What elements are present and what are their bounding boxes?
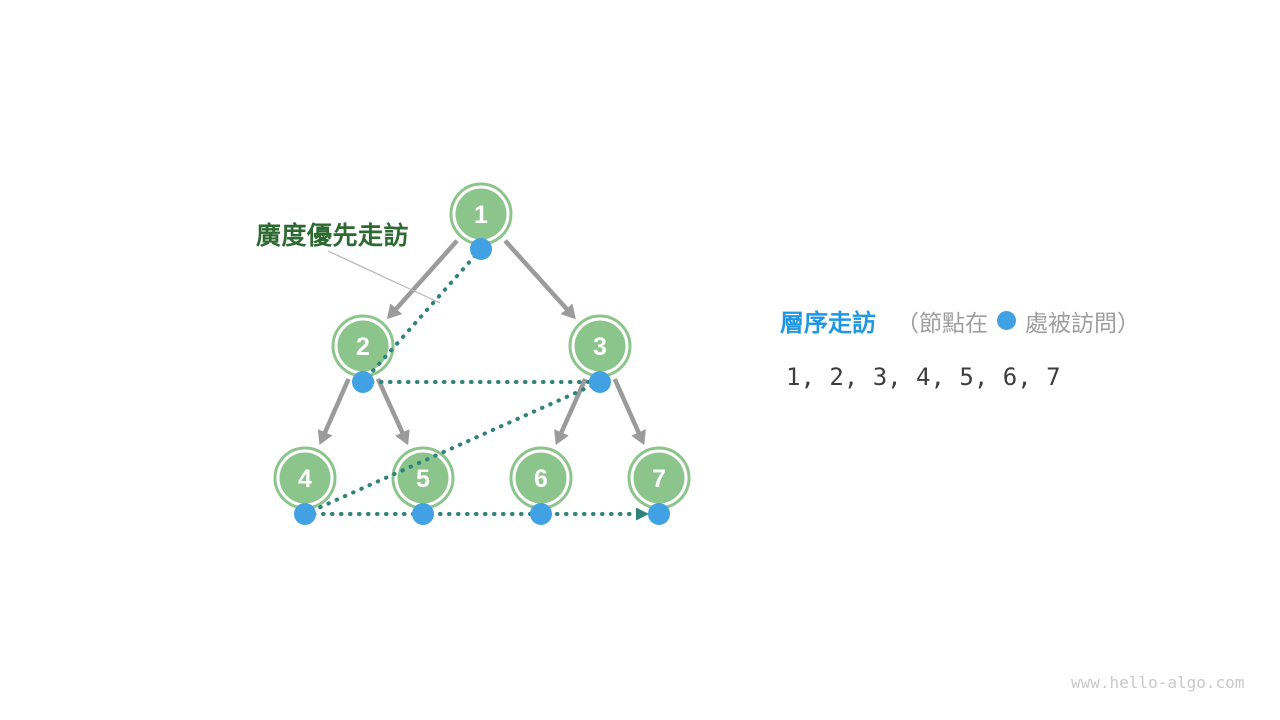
tree-node-1: 1 [449,182,513,246]
node-circle [455,188,507,240]
bfs-path-segment-1-2 [361,247,483,384]
visit-dot-3 [589,371,611,393]
visit-dot-7 [648,503,670,525]
bfs-label-leader-line [327,250,441,304]
visit-dot-1 [470,238,492,260]
legend-note-suffix: 處被訪問） [1025,309,1140,336]
node-value: 5 [416,465,430,493]
tree-node-6: 6 [509,446,573,510]
watermark: www.hello-algo.com [1071,673,1245,692]
legend: 層序走訪 （節點在 處被訪問） [780,303,1140,338]
node-circle [574,320,626,372]
bfs-path-segment-3-4 [303,380,602,516]
tree-nodes: 1 2 3 4 5 [273,182,691,510]
node-value: 3 [593,333,607,361]
node-circle [633,452,685,504]
visit-dot-4 [294,503,316,525]
traversal-sequence: 1, 2, 3, 4, 5, 6, 7 [786,363,1061,391]
node-circle [279,452,331,504]
tree-node-4: 4 [273,446,337,510]
node-value: 6 [534,465,548,493]
tree-node-3: 3 [568,314,632,378]
legend-note-prefix: （節點在 [896,309,988,336]
node-value: 1 [474,201,488,229]
node-value: 4 [298,465,312,493]
visit-dot-6 [530,503,552,525]
tree-node-5: 5 [391,446,455,510]
tree-edge-1-3 [503,239,576,320]
node-value: 2 [356,333,370,361]
bfs-label: 廣度優先走訪 [256,222,410,250]
tree-edges [317,239,646,446]
legend-note: （節點在 處被訪問） [896,304,1140,338]
tree-edge-3-6 [554,377,588,446]
tree-edge-2-4 [317,378,351,446]
node-circle [337,320,389,372]
node-circle [515,452,567,504]
bfs-traversal-path [303,247,649,521]
visit-dot-5 [412,503,434,525]
visit-dot-icon [997,311,1016,330]
tree-edge-3-7 [612,377,646,446]
tree-node-2: 2 [331,314,395,378]
legend-title: 層序走訪 [780,310,876,337]
visit-dots [294,238,670,525]
visit-dot-2 [352,371,374,393]
tree-edge-2-5 [375,377,410,446]
tree-node-7: 7 [627,446,691,510]
node-value: 7 [652,465,666,493]
tree-edge-1-2 [386,239,459,320]
